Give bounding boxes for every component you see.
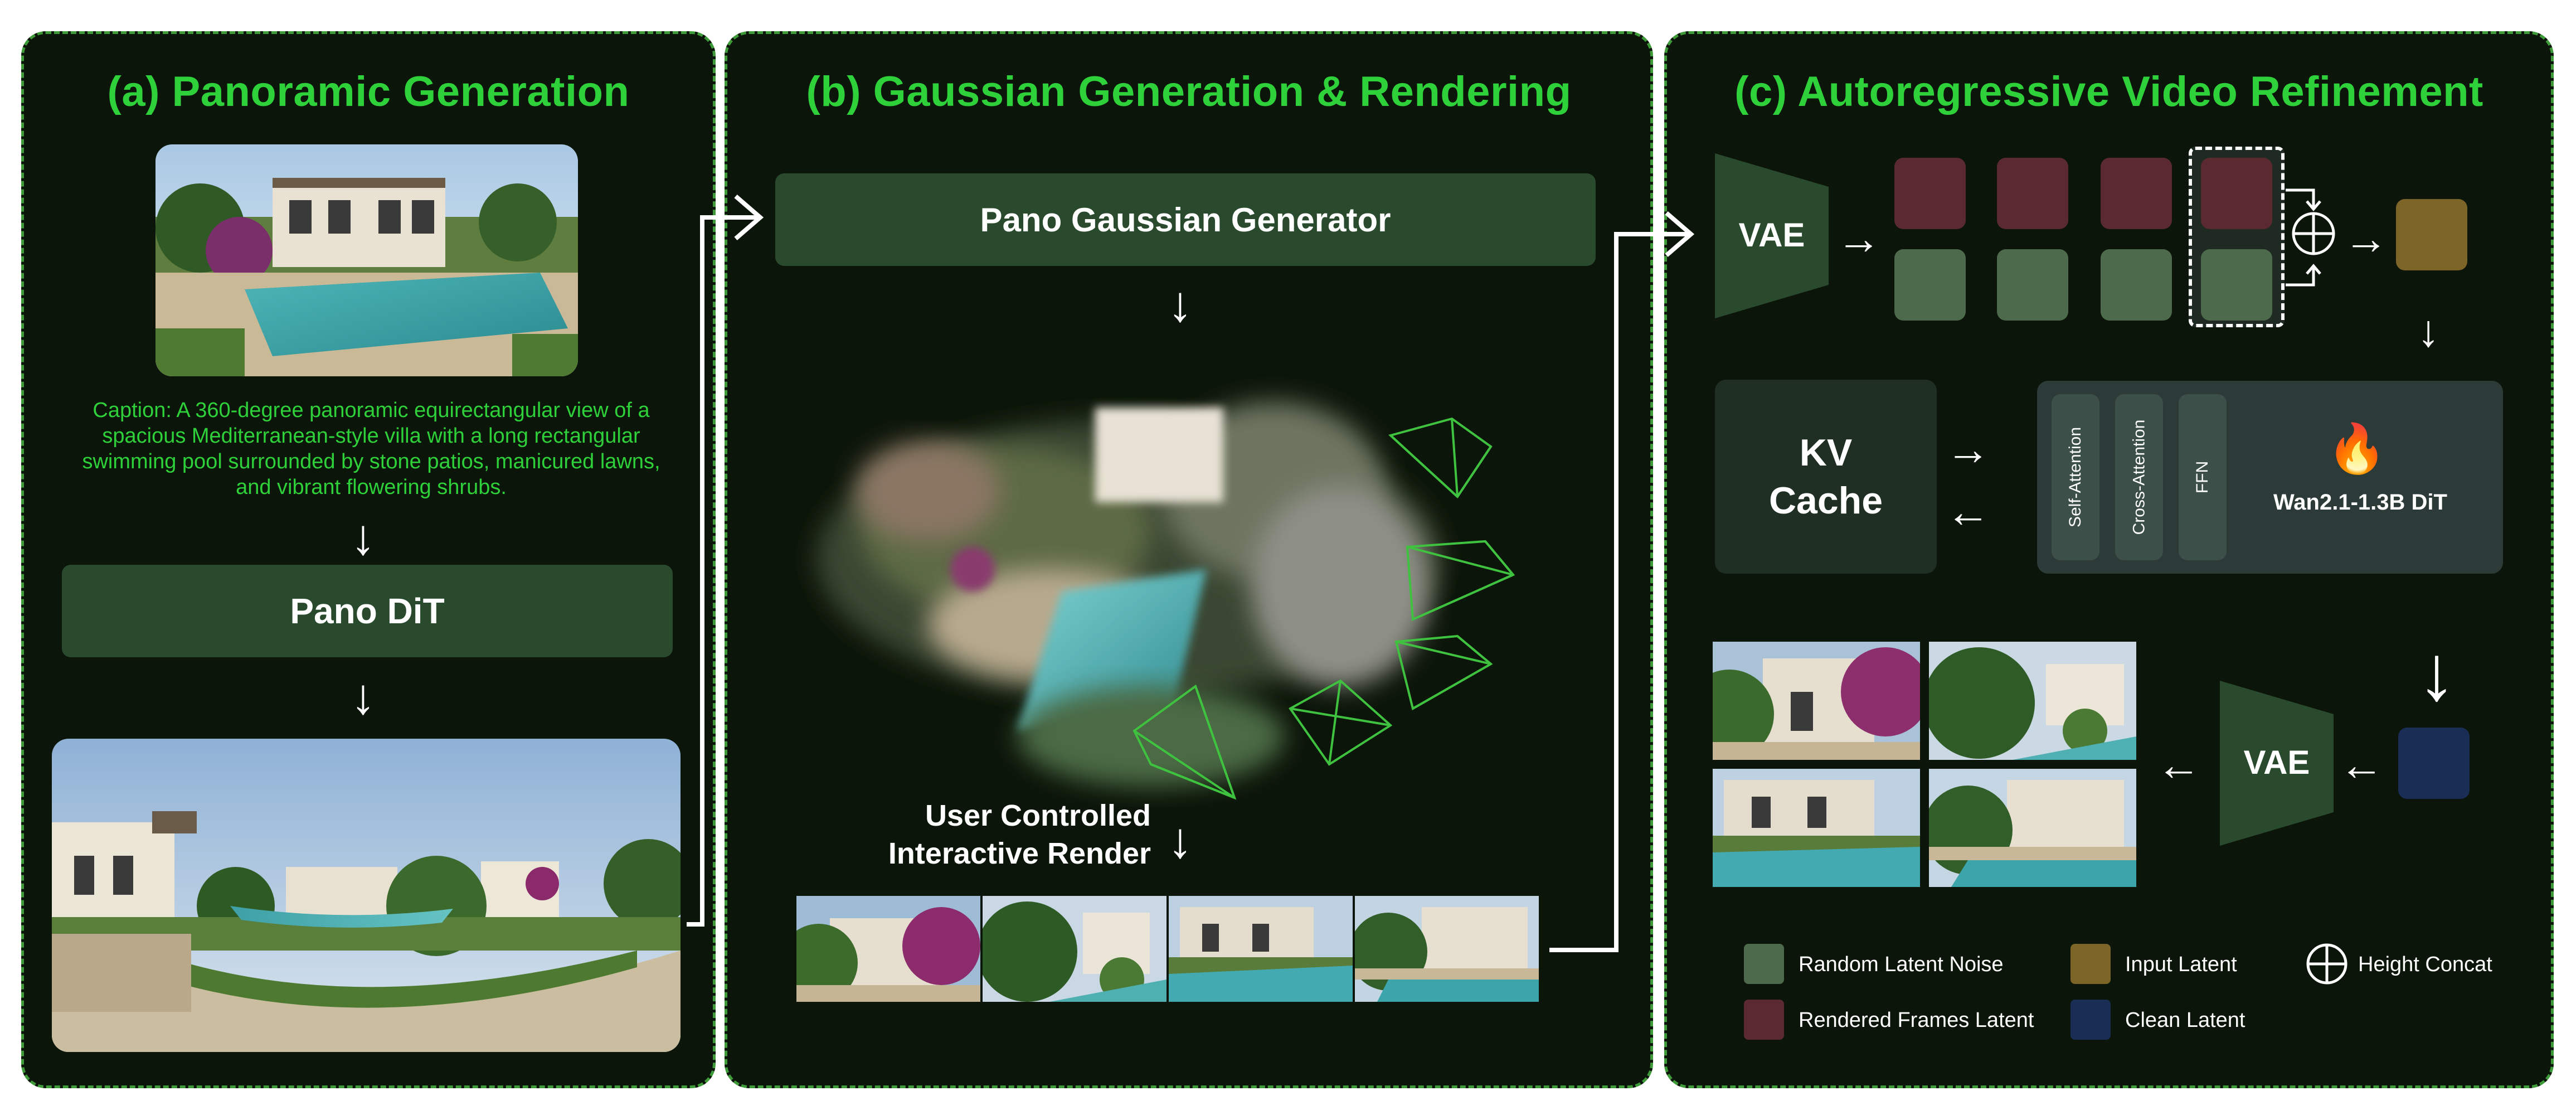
rendered-frame bbox=[1169, 896, 1353, 1002]
camera-frustum-icon bbox=[1406, 540, 1515, 621]
vae-encoder-shape bbox=[1715, 153, 1829, 318]
output-frame bbox=[1929, 642, 2136, 760]
concat-connector bbox=[2286, 188, 2321, 287]
camera-frustum-icon bbox=[1133, 684, 1237, 800]
output-frame bbox=[1713, 642, 1920, 760]
output-frame bbox=[1929, 769, 2136, 887]
render-label-line2: Interactive Render bbox=[888, 837, 1151, 870]
pano-dit-label: Pano DiT bbox=[290, 591, 445, 631]
rendered-frame-latent bbox=[2201, 158, 2272, 229]
circle-plus-icon bbox=[2306, 943, 2347, 985]
render-label: User Controlled Interactive Render bbox=[839, 797, 1151, 872]
camera-frustum-icon bbox=[1388, 417, 1493, 499]
panorama-image bbox=[52, 739, 681, 1052]
self-attention-layer: Self-Attention bbox=[2052, 394, 2099, 560]
pano-gaussian-generator-block: Pano Gaussian Generator bbox=[775, 173, 1596, 266]
render-label-line1: User Controlled bbox=[925, 799, 1151, 832]
cross-attention-layer: Cross-Attention bbox=[2115, 394, 2163, 560]
panel-c-title: (c) Autoregressive Video Refinement bbox=[1734, 68, 2483, 115]
random-noise-latent bbox=[2201, 249, 2272, 321]
kv-cache-block: KV Cache bbox=[1715, 380, 1937, 574]
ffn-layer: FFN bbox=[2179, 394, 2227, 560]
arrow-icon: ↓ bbox=[2417, 306, 2439, 356]
arrow-icon: ↓ bbox=[2417, 629, 2456, 716]
villa-image bbox=[155, 144, 578, 376]
arrow-icon: ↓ bbox=[1168, 277, 1193, 332]
arrow-icon: ← bbox=[2339, 740, 2384, 789]
pano-dit-block: Pano DiT bbox=[62, 565, 673, 657]
input-latent bbox=[2396, 199, 2467, 270]
legend-label-rendered-latent: Rendered Frames Latent bbox=[1799, 1009, 2034, 1032]
random-noise-latent bbox=[2101, 249, 2172, 321]
arrow-icon: ↓ bbox=[351, 669, 376, 725]
panorama-caption: Caption: A 360-degree panoramic equirect… bbox=[82, 399, 660, 499]
camera-frustum-icon bbox=[1289, 679, 1393, 766]
arrow-icon: → bbox=[2344, 214, 2388, 263]
random-noise-latent bbox=[1997, 249, 2068, 321]
panel-gaussian-generation: (b) Gaussian Generation & Rendering Pano… bbox=[725, 31, 1653, 1088]
legend-label-height-concat: Height Concat bbox=[2358, 953, 2492, 976]
legend-swatch-input-latent bbox=[2070, 944, 2111, 984]
rendered-frame-latent bbox=[1997, 158, 2068, 229]
panel-panoramic-generation: (a) Panoramic Generation bbox=[21, 31, 716, 1088]
gaussian-splat-scene bbox=[816, 402, 1441, 787]
camera-frustum-icon bbox=[1394, 634, 1493, 711]
clean-latent bbox=[2398, 728, 2470, 799]
arrow-icon: ↓ bbox=[351, 510, 376, 565]
kv-cache-line2: Cache bbox=[1768, 479, 1883, 522]
legend-label-random-noise: Random Latent Noise bbox=[1799, 953, 2004, 976]
panel-a-title: (a) Panoramic Generation bbox=[107, 68, 630, 115]
rendered-frame bbox=[796, 896, 980, 1002]
kv-cache-line1: KV bbox=[1799, 432, 1853, 474]
arrow-icon: ← bbox=[2156, 740, 2201, 789]
generator-label: Pano Gaussian Generator bbox=[980, 201, 1391, 239]
rendered-frame bbox=[1355, 896, 1539, 1002]
panel-b-title: (b) Gaussian Generation & Rendering bbox=[806, 68, 1572, 115]
wan-dit-block: Self-Attention Cross-Attention FFN 🔥 Wan… bbox=[2037, 381, 2503, 574]
circle-plus-icon bbox=[2292, 212, 2335, 255]
arrow-icon: ← bbox=[1946, 487, 1990, 536]
arrow-icon: → bbox=[1836, 214, 1881, 263]
fire-icon: 🔥 bbox=[2327, 422, 2387, 476]
random-noise-latent bbox=[1894, 249, 1966, 321]
rendered-frame-latent bbox=[2101, 158, 2172, 229]
dit-name-label: Wan2.1-1.3B DiT bbox=[2273, 490, 2447, 515]
legend-label-input-latent: Input Latent bbox=[2125, 953, 2237, 976]
vae-encoder-label: VAE bbox=[1738, 216, 1805, 254]
rendered-frame-latent bbox=[1894, 158, 1966, 229]
legend-swatch-clean-latent bbox=[2070, 1000, 2111, 1040]
rendered-frame bbox=[983, 896, 1167, 1002]
legend-swatch-rendered-latent bbox=[1744, 1000, 1784, 1040]
vae-decoder-label: VAE bbox=[2243, 744, 2310, 781]
vae-decoder-shape bbox=[2220, 681, 2334, 846]
legend-swatch-random-noise bbox=[1744, 944, 1784, 984]
panel-autoregressive-refinement: (c) Autoregressive Video Refinement VAE … bbox=[1664, 31, 2554, 1088]
arrow-icon: → bbox=[1946, 424, 1990, 474]
arrow-icon: ↓ bbox=[1168, 813, 1193, 869]
legend-label-clean-latent: Clean Latent bbox=[2125, 1009, 2246, 1032]
output-frame bbox=[1713, 769, 1920, 887]
